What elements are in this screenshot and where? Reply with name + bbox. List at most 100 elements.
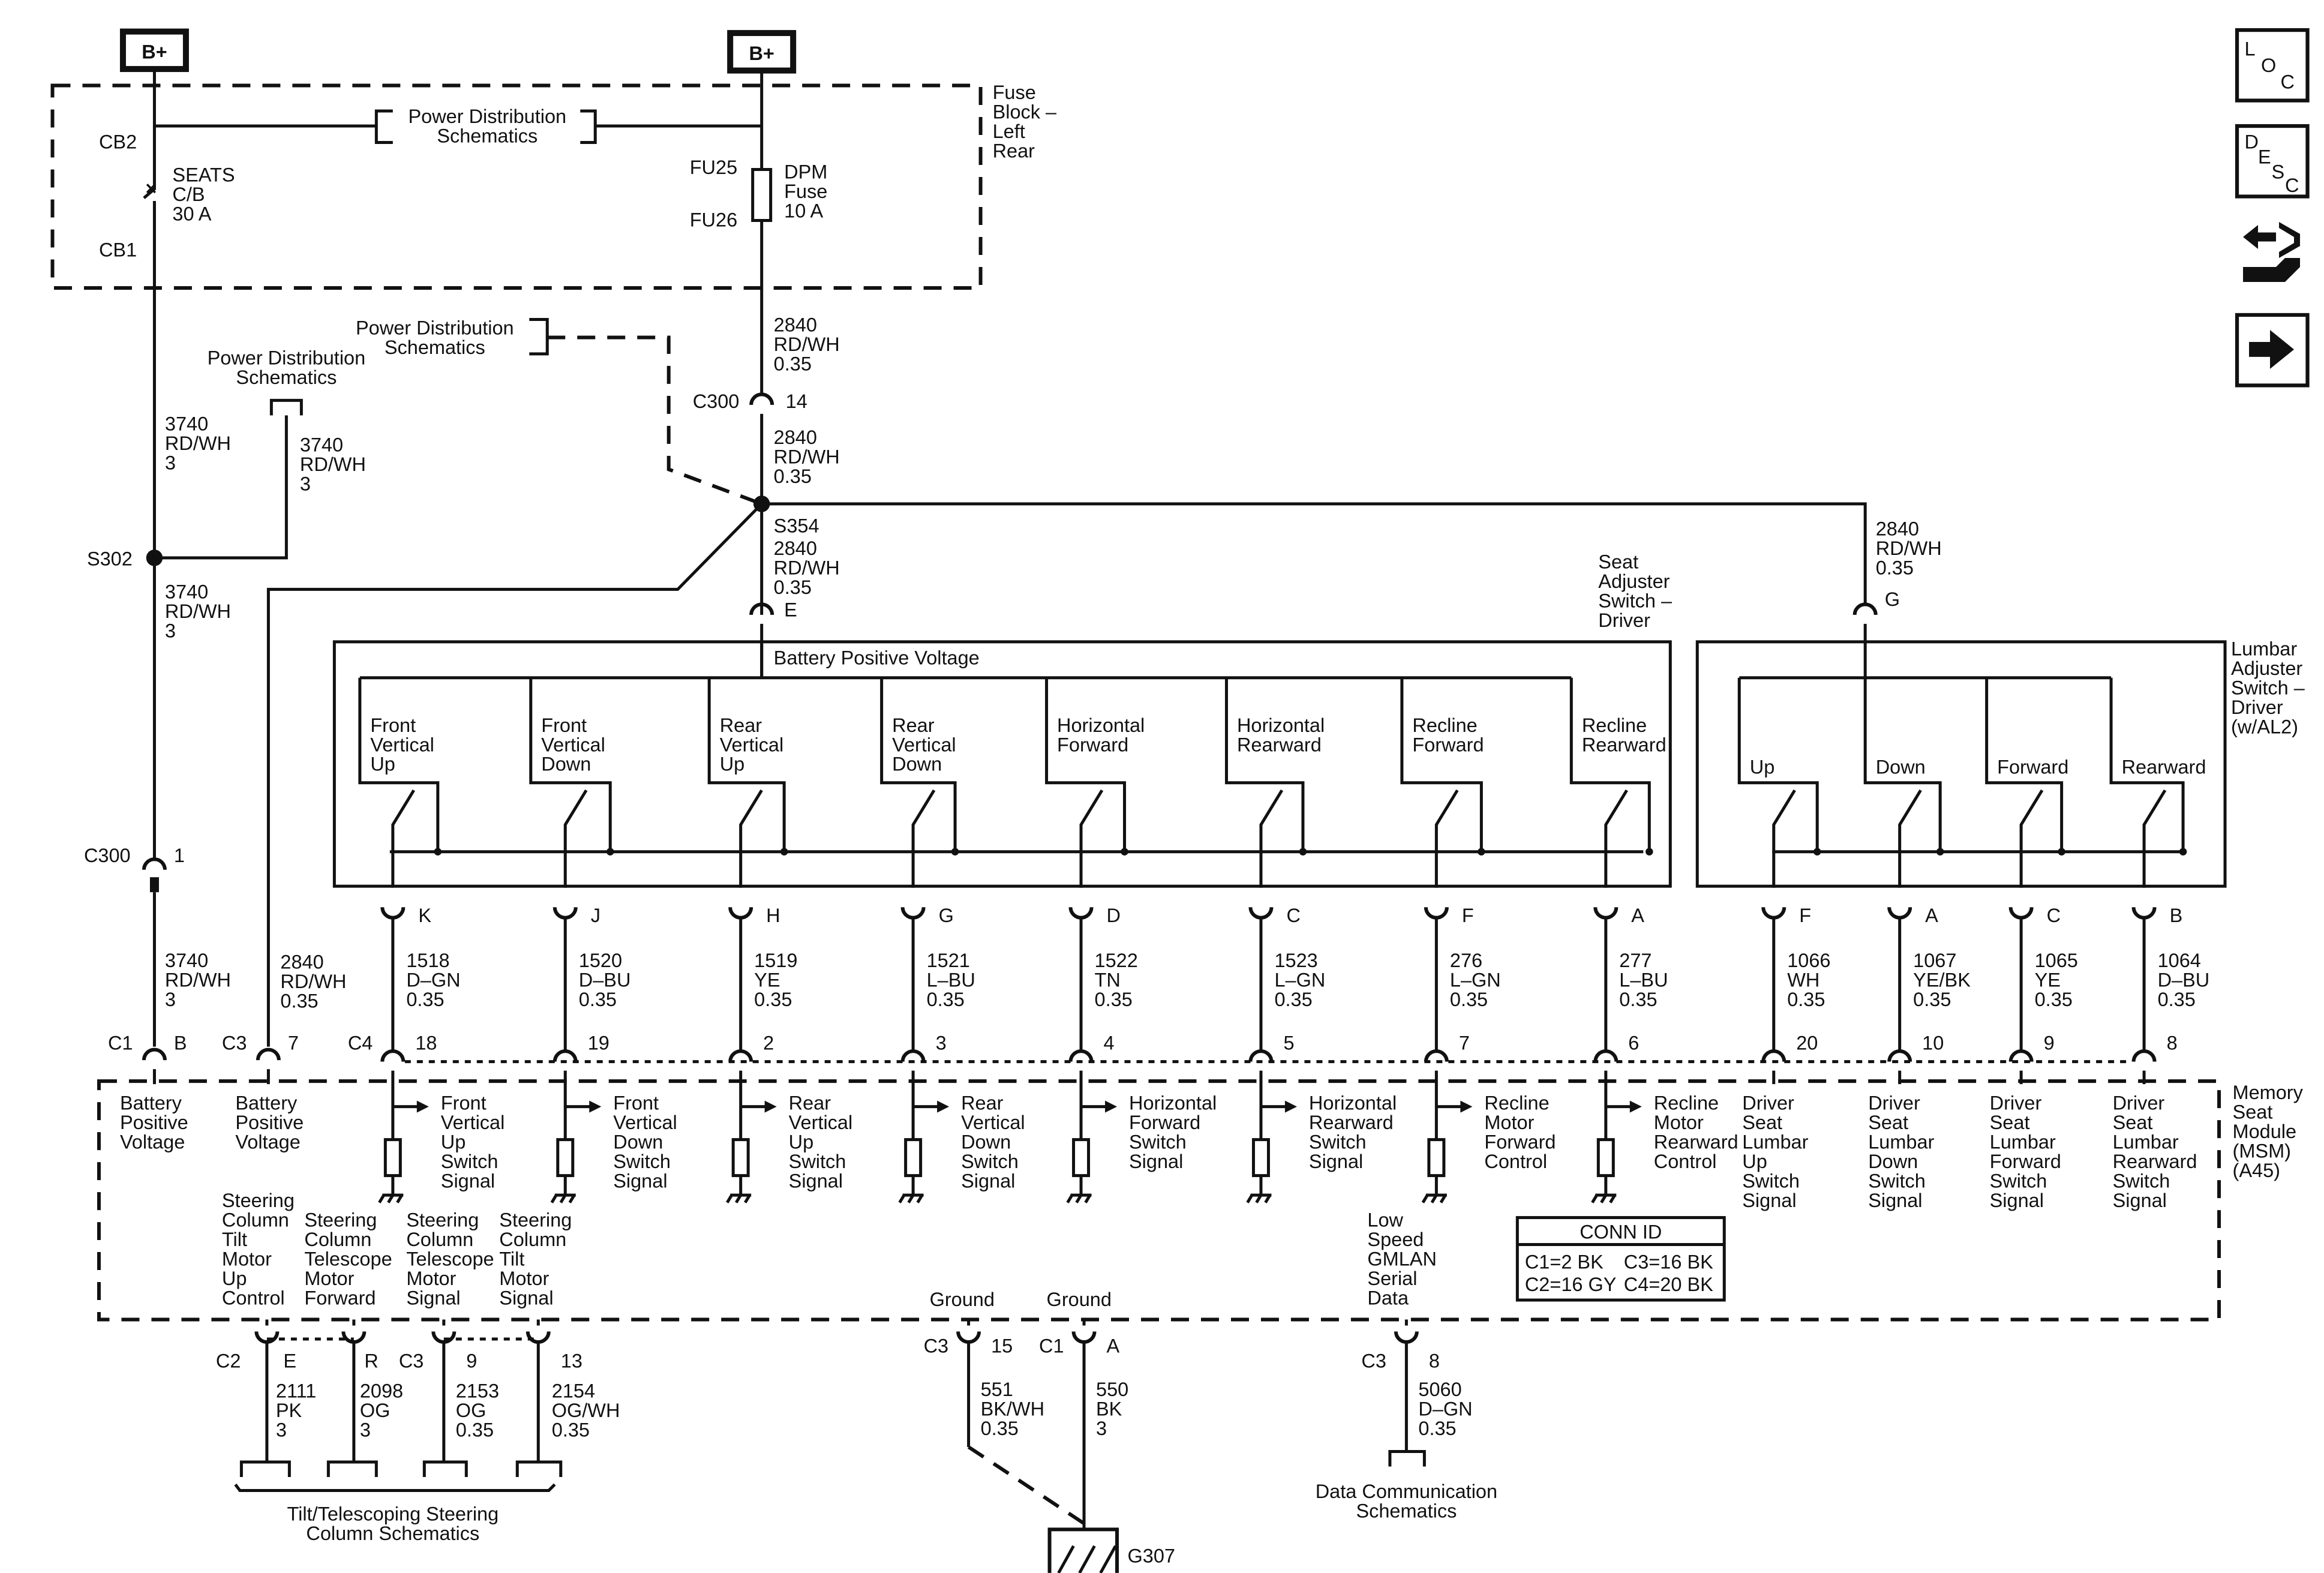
svg-text:8: 8 bbox=[2167, 1032, 2178, 1054]
svg-text:C3=16 BK: C3=16 BK bbox=[1624, 1251, 1713, 1273]
svg-text:14: 14 bbox=[786, 391, 807, 412]
svg-text:H: H bbox=[766, 905, 780, 926]
svg-text:C3: C3 bbox=[399, 1350, 424, 1372]
svg-text:10: 10 bbox=[1922, 1032, 1944, 1054]
svg-text:E: E bbox=[283, 1350, 296, 1372]
svg-text:C300: C300 bbox=[84, 845, 131, 866]
svg-text:C4: C4 bbox=[348, 1032, 373, 1054]
svg-text:Ground: Ground bbox=[1047, 1289, 1112, 1310]
svg-text:5: 5 bbox=[1283, 1032, 1294, 1054]
location-icon[interactable]: L O C bbox=[2235, 28, 2310, 103]
svg-text:E: E bbox=[2258, 146, 2271, 168]
svg-text:C300: C300 bbox=[693, 391, 740, 412]
svg-text:7: 7 bbox=[288, 1032, 299, 1054]
next-arrow-icon[interactable] bbox=[2235, 313, 2310, 388]
svg-text:R: R bbox=[364, 1350, 378, 1372]
svg-text:S: S bbox=[2272, 161, 2285, 183]
svg-text:A: A bbox=[1107, 1335, 1120, 1357]
svg-text:13: 13 bbox=[561, 1350, 582, 1372]
svg-text:K: K bbox=[418, 905, 431, 926]
side-icons: L O C D E S C bbox=[2235, 28, 2310, 388]
svg-text:FU25: FU25 bbox=[690, 157, 737, 178]
svg-text:E: E bbox=[784, 599, 797, 620]
svg-text:D: D bbox=[2245, 131, 2259, 153]
svg-text:Down: Down bbox=[1876, 757, 1926, 778]
svg-text:G307: G307 bbox=[1128, 1545, 1175, 1566]
svg-text:A: A bbox=[1631, 905, 1644, 926]
conn-id-table: CONN ID C1=2 BK C3=16 BK C2=16 GY C4=20 … bbox=[1515, 1216, 1726, 1302]
svg-text:C3: C3 bbox=[1361, 1350, 1386, 1372]
description-icon[interactable]: D E S C bbox=[2235, 124, 2310, 199]
bplus-left-label: B+ bbox=[142, 41, 167, 63]
svg-text:L: L bbox=[2245, 38, 2256, 60]
svg-text:F: F bbox=[1462, 905, 1474, 926]
svg-text:CB2: CB2 bbox=[99, 131, 137, 153]
svg-text:C1: C1 bbox=[1039, 1335, 1064, 1357]
svg-text:7: 7 bbox=[1459, 1032, 1470, 1054]
svg-text:J: J bbox=[591, 905, 600, 926]
svg-text:B: B bbox=[2170, 905, 2183, 926]
svg-text:C2=16 GY: C2=16 GY bbox=[1525, 1274, 1617, 1295]
bplus-left: B+ bbox=[119, 28, 189, 73]
svg-text:A: A bbox=[1925, 905, 1938, 926]
svg-text:C: C bbox=[2047, 905, 2061, 926]
connector-diagnosis-icon[interactable] bbox=[2243, 221, 2301, 282]
svg-text:S354: S354 bbox=[774, 515, 819, 536]
svg-text:6: 6 bbox=[1628, 1032, 1639, 1054]
svg-text:C1=2 BK: C1=2 BK bbox=[1525, 1251, 1604, 1273]
